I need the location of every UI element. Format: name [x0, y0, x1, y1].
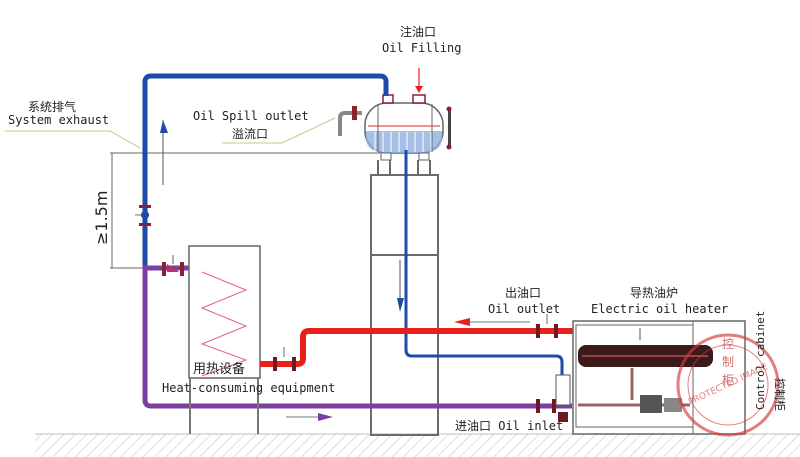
- oil-spill-en-label: Oil Spill outlet: [193, 109, 309, 123]
- exhaust-pipe: [142, 73, 564, 375]
- heater-en-label: Electric oil heater: [591, 302, 728, 316]
- height-requirement-label: ≥1.5m: [92, 191, 111, 245]
- oil-filling-en-label: Oil Filling: [382, 41, 461, 55]
- exhaust-valve: [135, 205, 151, 226]
- oil-outlet-cn-label: 出油口: [505, 286, 541, 300]
- outlet-valve: [273, 314, 558, 371]
- heater-cn-label: 导热油炉: [630, 286, 678, 300]
- leader-lines: [5, 117, 336, 149]
- oil-inlet-label: 进油口 Oil inlet: [455, 419, 563, 433]
- oil-outlet-en-label: Oil outlet: [488, 302, 560, 316]
- control-cabinet-en-label: Control cabinet: [754, 311, 767, 410]
- return-oil-pipe: [142, 265, 572, 421]
- oil-filling-cn-label: 注油口: [400, 24, 436, 39]
- inlet-valves: [536, 374, 571, 422]
- electric-oil-heater: [572, 320, 746, 435]
- system-exhaust-en-label: System exhaust: [8, 113, 109, 127]
- svg-text:制: 制: [722, 355, 734, 369]
- svg-text:控: 控: [722, 337, 734, 351]
- control-cabinet-cn-label: 控制柜: [773, 378, 787, 411]
- return-inlet-valve: [162, 255, 184, 276]
- expansion-tank: [364, 94, 452, 161]
- height-dimension: ≥1.5m: [92, 152, 380, 269]
- system-exhaust-cn-label: 系统排气: [28, 99, 76, 114]
- floor: [35, 433, 800, 457]
- oil-spill-cn-label: 溢流口: [232, 127, 268, 141]
- svg-text:柜: 柜: [722, 373, 734, 387]
- oil-filling-arrow: [415, 68, 423, 93]
- heat-consuming-equipment: [188, 245, 261, 434]
- cabinet-vertical-label: 控 制 柜: [722, 337, 734, 387]
- heat-consuming-en-label: Heat-consuming equipment: [162, 381, 335, 395]
- heat-consuming-cn-label: 用热设备: [193, 361, 245, 377]
- oil-spill-outlet-pipe: [338, 106, 362, 136]
